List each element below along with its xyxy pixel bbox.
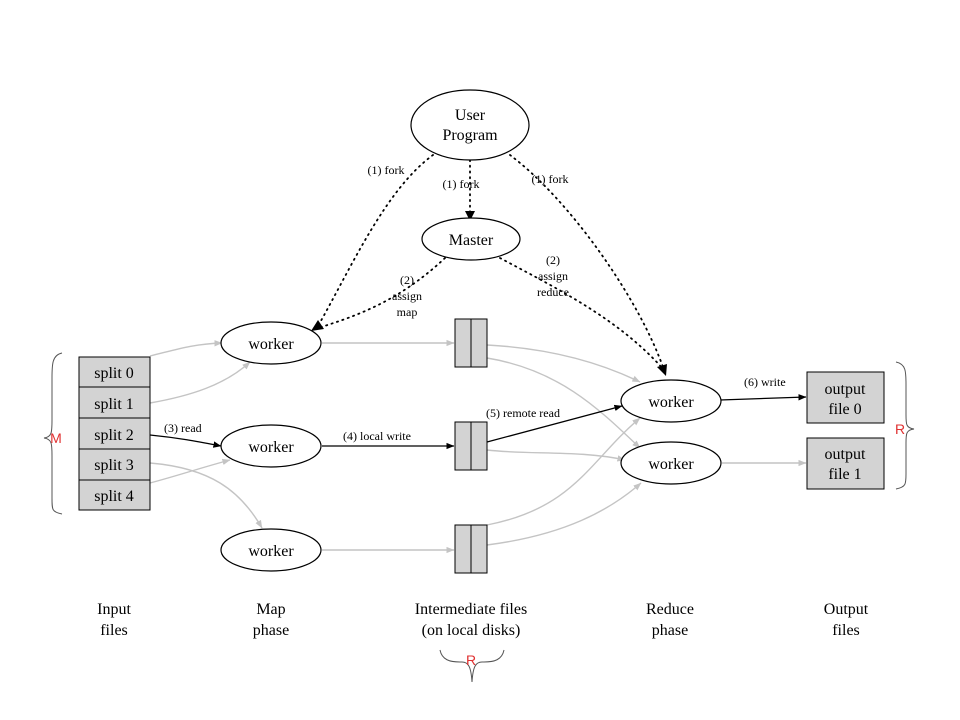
fork-label-right: (1) fork: [532, 172, 569, 186]
phase-intermediate-line2: (on local disks): [422, 622, 521, 639]
master-label: Master: [449, 232, 494, 249]
map-worker-1: worker: [220, 321, 322, 365]
phase-map-line1: Map: [256, 601, 285, 618]
phase-input-line1: Input: [97, 601, 131, 618]
r-brace-intermediate-label: R: [466, 652, 476, 668]
split-0-box: [78, 356, 151, 388]
split-4-label: split 4: [94, 488, 134, 505]
m-brace: M: [43, 352, 63, 515]
r-brace-output-label: R: [895, 421, 905, 437]
reduce-worker-2: worker: [620, 441, 722, 485]
arrowhead-fork-left: [311, 320, 324, 331]
edge-int2-reduce2: [486, 449, 626, 462]
edge-split1-worker1: [149, 361, 251, 404]
edge-assign-reduce: [499, 257, 665, 371]
edge-split4-worker2: [149, 458, 231, 484]
split-1-label: split 1: [94, 396, 134, 413]
user-program-label-line2: Program: [442, 127, 498, 144]
split-3-box: [78, 448, 151, 481]
black-edges: [149, 394, 807, 450]
write-label: (6) write: [744, 375, 786, 389]
m-brace-label: M: [50, 430, 62, 446]
split-3-label: split 3: [94, 457, 134, 474]
edge-fork-right: [509, 154, 665, 371]
assign-map-label-line3: map: [397, 305, 418, 319]
edge-read: [149, 434, 222, 448]
edge-split3-worker3: [149, 462, 263, 529]
split-4-box: [78, 479, 151, 511]
map-worker-1-label: worker: [248, 336, 294, 353]
output-file-0: output file 0: [806, 371, 885, 424]
output-file-0-line1: output: [825, 381, 866, 398]
local-write-label: (4) local write: [343, 429, 411, 443]
reduce-worker-2-label: worker: [648, 456, 694, 473]
edge-write: [719, 394, 807, 401]
phase-reduce-line2: phase: [652, 622, 688, 639]
reduce-worker-1-label: worker: [648, 394, 694, 411]
phase-intermediate-line1: Intermediate files: [415, 601, 527, 618]
dotted-edges: [311, 154, 667, 376]
output-file-1: output file 1: [806, 437, 885, 490]
user-program-node: User Program: [410, 89, 530, 161]
fork-label-middle: (1) fork: [443, 177, 480, 191]
map-worker-3: worker: [220, 528, 322, 572]
intermediate-file-2: [454, 421, 488, 471]
assign-reduce-label-line1: (2): [546, 253, 560, 267]
map-worker-2-label: worker: [248, 439, 294, 456]
edge-int1-reduce1: [486, 344, 641, 383]
edge-assign-map: [317, 257, 446, 329]
read-label: (3) read: [164, 421, 202, 435]
gray-edges: [149, 339, 807, 554]
user-program-label-line1: User: [455, 107, 486, 124]
input-splits: split 0 split 1 split 2 split 3 split 4: [78, 356, 151, 511]
phase-reduce-line1: Reduce: [646, 601, 694, 618]
arrowhead-fork-right: [657, 364, 667, 376]
edge-int1-reduce2: [486, 357, 641, 449]
map-worker-2: worker: [220, 424, 322, 468]
phase-output-line1: Output: [824, 601, 869, 618]
fork-label-left: (1) fork: [368, 163, 405, 177]
reduce-worker-1: worker: [620, 379, 722, 423]
r-brace-intermediate: R: [439, 649, 505, 683]
edge-split0-worker1: [149, 340, 223, 357]
r-brace-output: R: [895, 361, 915, 490]
output-file-1-line2: file 1: [828, 466, 861, 483]
assign-reduce-label-line3: reduce: [537, 285, 569, 299]
intermediate-file-3: [454, 524, 488, 574]
edge-labels: (1) fork (1) fork (1) fork (2) assign ma…: [164, 163, 786, 443]
arrowhead-fork-middle: [465, 211, 475, 221]
assign-reduce-label-line2: assign: [538, 269, 568, 283]
phase-labels: Input files Map phase Intermediate files…: [97, 601, 869, 639]
phase-map-line2: phase: [253, 622, 289, 639]
map-worker-3-label: worker: [248, 543, 294, 560]
intermediate-file-1: [454, 318, 488, 368]
remote-read-label: (5) remote read: [486, 406, 560, 420]
assign-map-label-line2: assign: [392, 289, 422, 303]
edge-int3-reduce2: [486, 482, 642, 546]
output-file-1-line1: output: [825, 446, 866, 463]
split-2-label: split 2: [94, 427, 134, 444]
edge-remote-read: [486, 404, 623, 443]
master-node: Master: [421, 217, 521, 261]
edge-int3-reduce1: [486, 417, 641, 526]
output-file-0-line2: file 0: [828, 401, 861, 418]
phase-input-line2: files: [100, 622, 128, 639]
assign-map-label-line1: (2): [400, 273, 414, 287]
split-0-label: split 0: [94, 365, 134, 382]
phase-output-line2: files: [832, 622, 860, 639]
split-1-box: [78, 386, 151, 419]
edge-fork-left: [317, 154, 434, 327]
